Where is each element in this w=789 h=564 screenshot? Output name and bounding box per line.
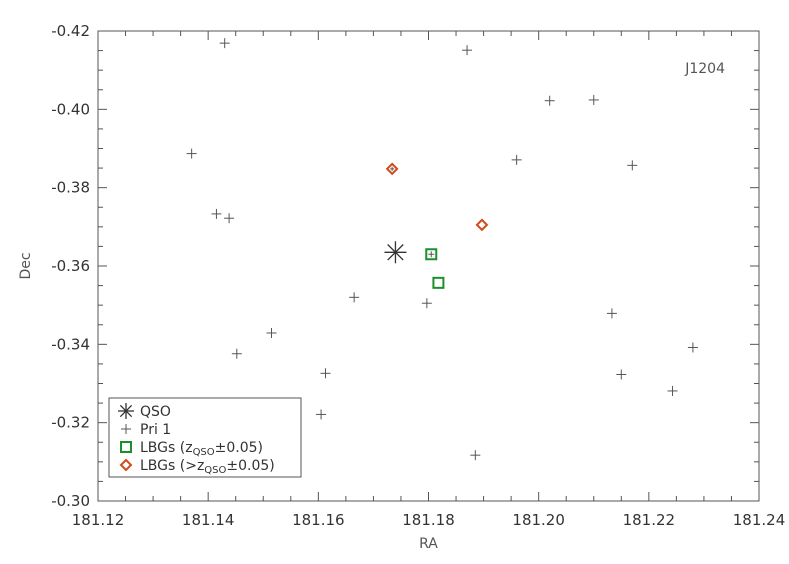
y-tick-label: -0.36 <box>51 257 90 275</box>
legend-label-lbg-out-tail: ±0.05) <box>226 458 274 474</box>
y-axis-title: Dec <box>18 252 34 279</box>
x-tick-label: 181.16 <box>292 511 345 529</box>
x-tick-label: 181.12 <box>72 511 125 529</box>
legend-label-lbg-in-tail: ±0.05) <box>215 440 263 456</box>
legend-label-lbg-in-sub: QSO <box>193 447 215 458</box>
y-tick-label: -0.42 <box>51 22 90 40</box>
legend-label-qso: QSO <box>140 404 171 420</box>
lbg-out-point <box>385 162 399 176</box>
lbg-out-point <box>475 218 489 232</box>
legend-symbol-pri1 <box>121 424 131 434</box>
legend-label-lbg-out-main: LBGs (>z <box>140 458 204 474</box>
lbg-in-point <box>425 248 438 261</box>
y-tick-label: -0.40 <box>51 100 90 118</box>
qso-point <box>384 241 407 264</box>
legend-diamond <box>119 458 133 472</box>
legend-symbol-qso <box>118 403 134 419</box>
lbg-in-point <box>432 276 445 289</box>
field-label: J1204 <box>684 61 725 77</box>
y-tick-label: -0.38 <box>51 179 90 197</box>
legend: QSO Pri 1 LBGs (zQSO±0.05) LBGs (>zQSO±0… <box>108 397 302 478</box>
data-marks <box>186 38 698 461</box>
x-tick-labels: 181.12 181.14 181.16 181.18 181.20 181.22 181.… <box>72 511 786 529</box>
legend-label-lbg-in-main: LBGs (z <box>140 440 193 456</box>
legend-asterisk <box>118 403 134 419</box>
legend-symbol-lbg-out <box>119 458 133 472</box>
asterisk-stroke <box>119 404 133 418</box>
x-tick-label: 181.14 <box>182 511 235 529</box>
y-tick-label: -0.32 <box>51 414 90 432</box>
x-tick-label: 181.22 <box>623 511 676 529</box>
legend-label-pri1: Pri 1 <box>140 422 171 438</box>
y-tick-label: -0.34 <box>51 335 90 353</box>
axis-ticks <box>97 30 760 502</box>
asterisk-stroke <box>387 244 404 261</box>
y-tick-label: -0.30 <box>51 492 90 510</box>
x-tick-label: 181.20 <box>512 511 565 529</box>
legend-box <box>108 397 302 478</box>
legend-square <box>120 441 132 453</box>
x-tick-label: 181.18 <box>402 511 455 529</box>
legend-label-lbg-out-sub: QSO <box>204 465 226 476</box>
legend-label-lbg-out: LBGs (>zQSO±0.05) <box>140 458 275 476</box>
y-tick-labels: -0.42 -0.40 -0.38 -0.36 -0.34 -0.32 -0.30 <box>51 22 90 510</box>
legend-label-lbg-in: LBGs (zQSO±0.05) <box>140 440 263 458</box>
x-tick-label: 181.24 <box>733 511 786 529</box>
legend-symbol-lbg-in <box>120 441 132 453</box>
x-axis-title: RA <box>419 536 438 552</box>
